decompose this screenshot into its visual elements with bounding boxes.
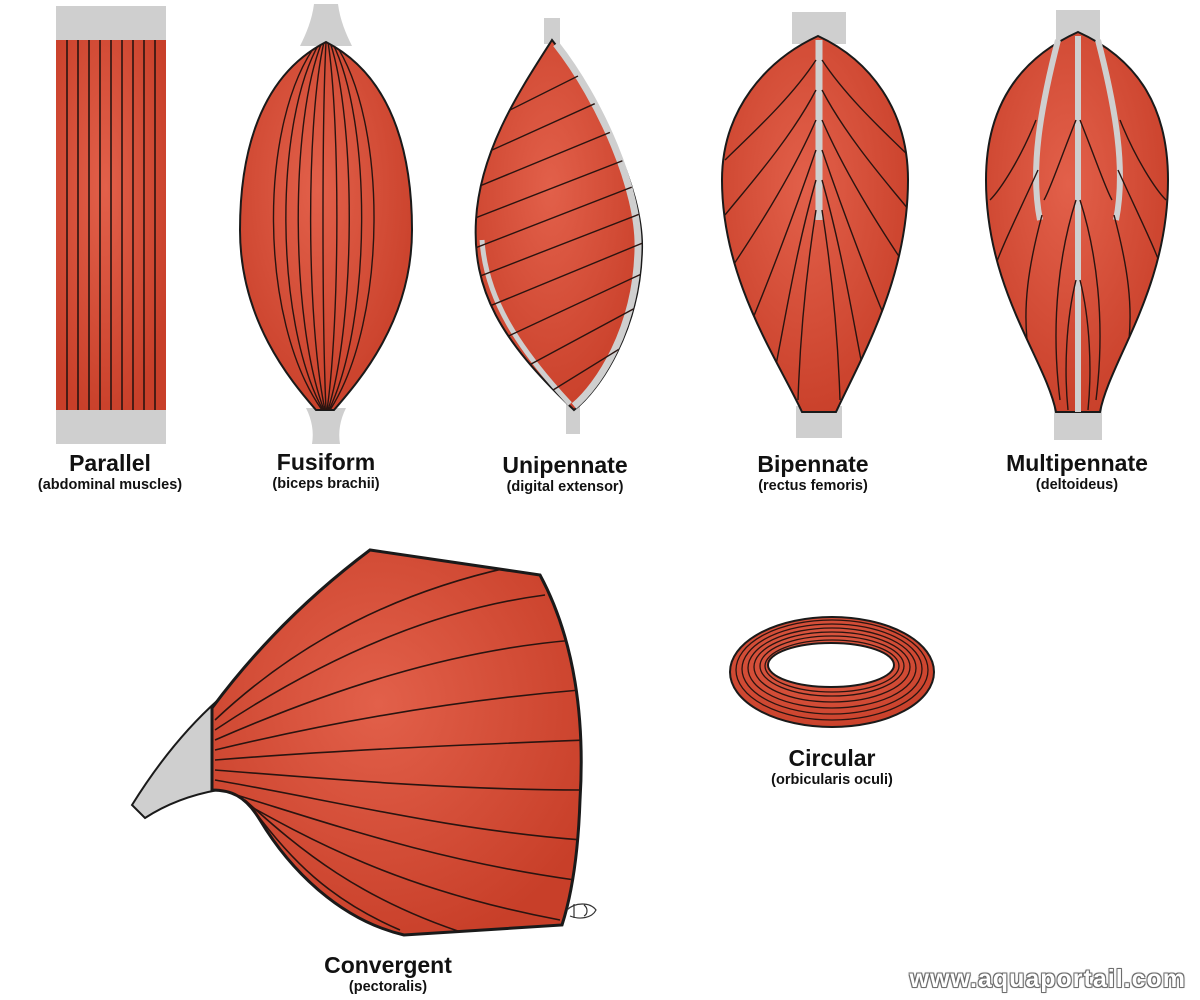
convergent-fibers: [214, 564, 582, 935]
label-unipennate: Unipennate (digital extensor): [502, 452, 627, 496]
example-parallel: (abdominal muscles): [37, 477, 183, 493]
label-fusiform: Fusiform (biceps brachii): [272, 449, 379, 493]
example-fusiform: (biceps brachii): [272, 476, 380, 492]
circular-fibers: [735, 619, 929, 721]
convergent-belly: [210, 548, 583, 937]
unipennate-belly: [474, 38, 644, 412]
fusiform-muscle: [238, 4, 414, 444]
unipennate-tendon-top: [544, 18, 560, 44]
bipennate-tendon-bottom: [796, 406, 842, 438]
multipennate-internal-tendons: [1033, 36, 1123, 412]
name-unipennate: Unipennate: [502, 452, 628, 478]
artist-signature: [566, 903, 597, 919]
bipennate-belly: [720, 34, 910, 413]
convergent-muscle: [130, 548, 583, 937]
example-multipennate: (deltoideus): [1035, 477, 1119, 493]
multipennate-tendon-bottom: [1054, 408, 1102, 440]
example-unipennate: (digital extensor): [506, 479, 624, 495]
label-parallel: Parallel (abdominal muscles): [38, 450, 182, 494]
label-convergent: Convergent (pectoralis): [324, 952, 452, 996]
circular-muscle: [728, 616, 936, 728]
example-convergent: (pectoralis): [348, 979, 428, 995]
unipennate-side-tendon-2: [479, 239, 572, 406]
fusiform-belly: [238, 40, 414, 411]
circular-belly: [728, 616, 936, 728]
multipennate-muscle: [984, 10, 1170, 440]
name-multipennate: Multipennate: [1006, 450, 1148, 476]
fusiform-tendon-bottom: [306, 408, 346, 444]
parallel-tendon-top: [56, 6, 166, 42]
name-parallel: Parallel: [69, 450, 151, 476]
name-circular: Circular: [788, 745, 876, 771]
name-fusiform: Fusiform: [276, 449, 376, 475]
fusiform-tendon-top: [300, 4, 352, 46]
bipennate-tendon-top: [792, 12, 846, 44]
unipennate-side-tendon: [553, 41, 642, 409]
convergent-tendon: [130, 697, 219, 820]
label-bipennate: Bipennate (rectus femoris): [757, 451, 868, 495]
watermark: www.aquaportail.com: [909, 965, 1186, 993]
example-circular: (orbicularis oculi): [771, 772, 893, 788]
parallel-muscle: [56, 6, 166, 444]
name-convergent: Convergent: [324, 952, 452, 978]
label-circular: Circular (orbicularis oculi): [771, 745, 893, 789]
name-bipennate: Bipennate: [757, 451, 869, 477]
fusiform-fibers: [272, 42, 375, 410]
unipennate-muscle: [474, 18, 644, 434]
label-multipennate: Multipennate (deltoideus): [1006, 450, 1148, 494]
unipennate-tendon-bottom: [566, 404, 580, 434]
parallel-fibers: [66, 40, 156, 410]
bipennate-muscle: [720, 12, 910, 438]
example-bipennate: (rectus femoris): [758, 478, 868, 494]
multipennate-tendon-top: [1056, 10, 1100, 40]
parallel-tendon-bottom: [56, 408, 166, 444]
